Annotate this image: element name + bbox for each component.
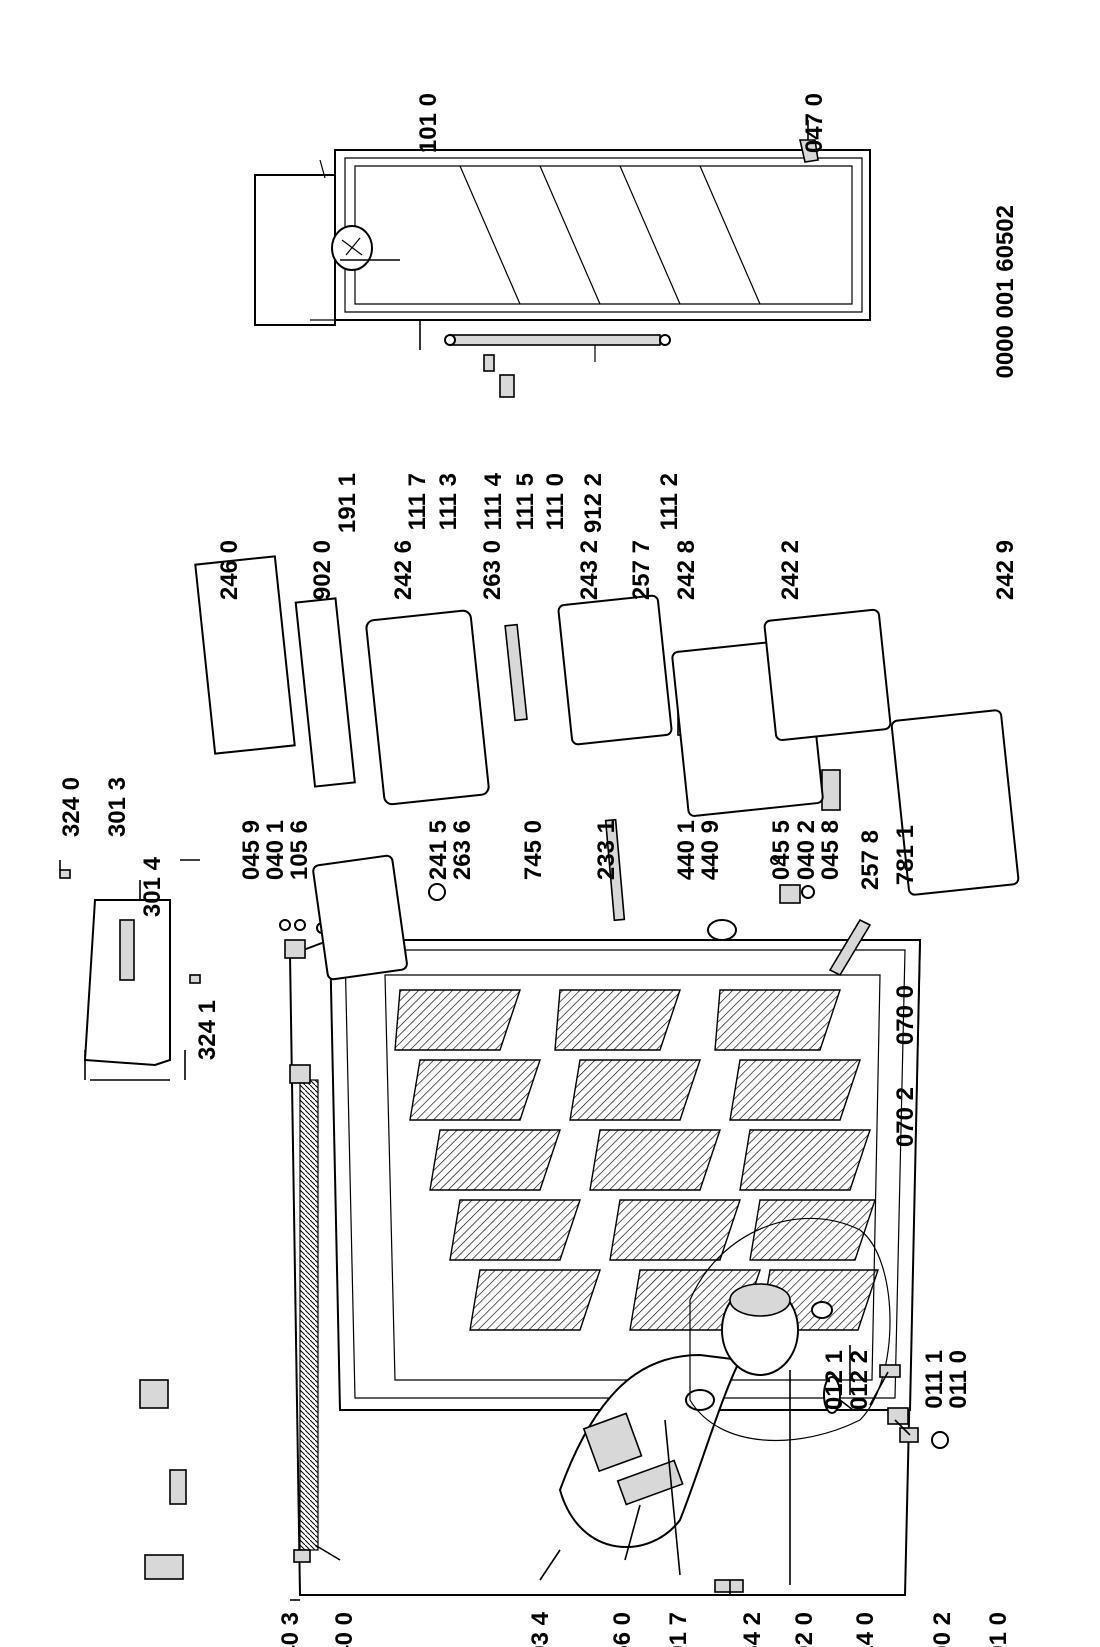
- lower-hinge: [770, 855, 815, 904]
- door-panel: [254, 159, 410, 326]
- label-111-4: 111 4: [480, 472, 507, 530]
- part-614-0: [139, 1379, 169, 1409]
- label-242-8: 242 8: [673, 540, 700, 600]
- part-900-2: [169, 1469, 187, 1505]
- part-257-8: [821, 769, 841, 811]
- label-156-0: 156 0: [609, 1612, 636, 1647]
- part-011-0: [931, 1431, 949, 1449]
- part-440: [707, 919, 737, 941]
- part-781-1: [828, 918, 872, 977]
- label-324-0: 324 0: [58, 777, 85, 837]
- part-233-1: [604, 818, 626, 922]
- freezer-door: [334, 149, 871, 398]
- loose-parts-left: [139, 1379, 187, 1580]
- top-cover: [59, 869, 201, 1067]
- compressor: [689, 1217, 891, 1441]
- label-111-3: 111 3: [435, 473, 462, 530]
- part-491-0: [144, 1554, 184, 1580]
- label-242-9: 242 9: [992, 540, 1019, 600]
- label-070-2: 070 2: [892, 1087, 919, 1147]
- label-246-0: 246 0: [216, 540, 243, 600]
- label-233-1: 233 1: [593, 820, 620, 880]
- part-241-5: [312, 854, 408, 981]
- condenser: [289, 1064, 319, 1563]
- label-912-2: 912 2: [580, 473, 607, 533]
- label-740-3: 740 3: [277, 1612, 304, 1647]
- label-301-4: 301 4: [139, 856, 166, 917]
- label-191-1: 191 1: [334, 473, 361, 533]
- label-993-4: 993 4: [527, 1611, 554, 1647]
- part-902-0: [294, 597, 356, 788]
- label-902-0: 902 0: [309, 540, 336, 600]
- label-440-9: 440 9: [697, 820, 724, 880]
- label-012-2: 012 2: [846, 1350, 873, 1410]
- label-263-6: 263 6: [449, 820, 476, 880]
- label-257-7: 257 7: [628, 540, 655, 600]
- label-111-7: 111 7: [404, 473, 431, 530]
- door-handle: [449, 334, 661, 346]
- part-labels: 740 3 740 0 993 4 156 0 691 7 764 2 402 …: [58, 93, 1019, 1647]
- part-246-0: [194, 555, 296, 755]
- label-241-5: 241 5: [425, 820, 452, 880]
- label-243-2: 243 2: [576, 540, 603, 600]
- part-242-6: [365, 609, 490, 806]
- label-111-0: 111 0: [542, 473, 569, 530]
- label-263-0: 263 0: [479, 540, 506, 600]
- label-324-1: 324 1: [194, 1000, 221, 1060]
- part-012: [823, 1376, 841, 1414]
- label-111-2: 111 2: [656, 473, 683, 530]
- label-045-8: 045 8: [817, 820, 844, 880]
- label-740-0: 740 0: [331, 1612, 358, 1647]
- label-047-0: 047 0: [801, 93, 828, 153]
- label-040-1: 040 1: [262, 820, 289, 880]
- label-105-6: 105 6: [286, 820, 313, 880]
- label-764-2: 764 2: [739, 1612, 766, 1647]
- label-011-0: 011 0: [945, 1350, 972, 1409]
- label-614-0: 614 0: [852, 1612, 879, 1647]
- document-number: 0000 001 60502: [992, 205, 1019, 379]
- part-242-9: [890, 709, 1020, 896]
- label-402-0: 402 0: [791, 1612, 818, 1647]
- label-781-1: 781 1: [892, 825, 919, 885]
- label-301-3: 301 3: [104, 777, 131, 837]
- label-111-5: 111 5: [512, 473, 539, 530]
- label-900-2: 900 2: [929, 1612, 956, 1647]
- part-047-0: [798, 139, 819, 163]
- label-491-0: 491 0: [985, 1612, 1012, 1647]
- label-045-9: 045 9: [238, 820, 265, 880]
- part-070-2: [879, 1364, 901, 1378]
- label-011-1: 011 1: [921, 1350, 948, 1409]
- label-012-1b: 012 1: [821, 1350, 848, 1410]
- part-243-2: [557, 594, 673, 746]
- leader-lines: [59, 120, 911, 1601]
- label-691-7: 691 7: [665, 1612, 692, 1647]
- label-440-1: 440 1: [673, 820, 700, 880]
- label-242-2: 242 2: [777, 540, 804, 600]
- label-040-2: 040 2: [793, 820, 820, 880]
- label-070-0: 070 0: [892, 985, 919, 1045]
- part-263-0: [504, 623, 528, 722]
- label-242-6: 242 6: [390, 540, 417, 600]
- label-101-0: 101 0: [415, 93, 442, 153]
- label-045-5: 045 5: [768, 820, 795, 880]
- part-242-2: [763, 608, 892, 742]
- part-764-2: [714, 1579, 744, 1593]
- label-257-8: 257 8: [857, 830, 884, 890]
- label-745-0: 745 0: [520, 820, 547, 880]
